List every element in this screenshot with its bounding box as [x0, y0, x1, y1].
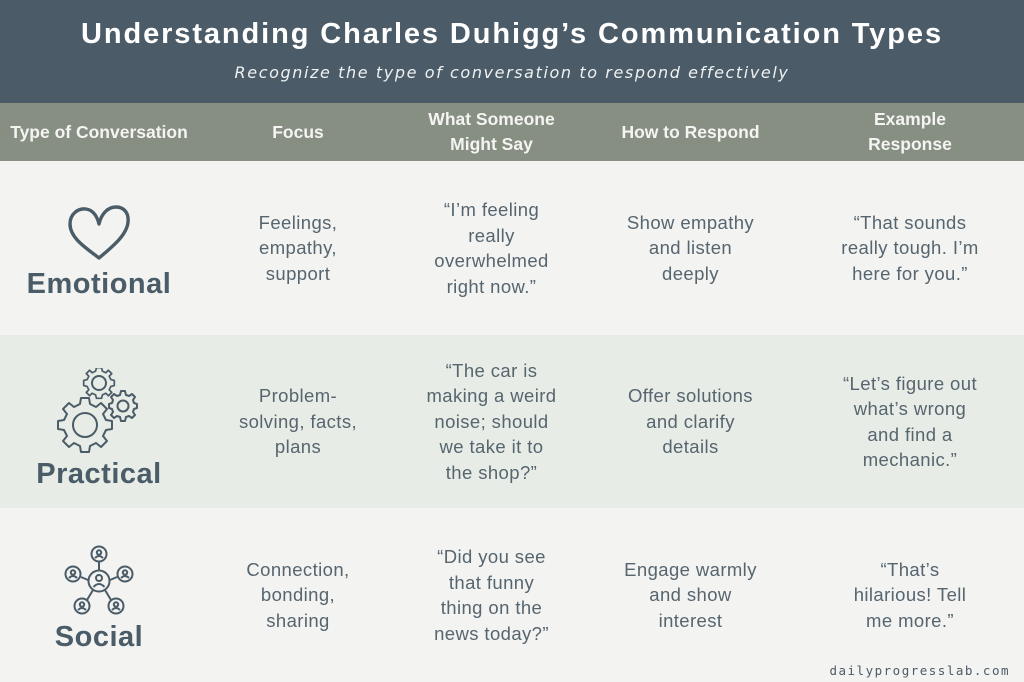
heart-icon	[68, 205, 130, 260]
might-say-cell: “The car is making a weird noise; should…	[426, 359, 557, 483]
table-row-emotional: Emotional Feelings, empathy, support “I’…	[0, 161, 1024, 335]
might-say-cell: “I’m feeling really overwhelmed right no…	[434, 199, 549, 297]
column-header-type: Type of Conversation	[10, 121, 188, 142]
site-credit: dailyprogresslab.com	[829, 663, 1010, 678]
page-subtitle: Recognize the type of conversation to re…	[234, 63, 790, 82]
type-label: Emotional	[26, 268, 172, 300]
type-cell: Emotional	[0, 161, 198, 335]
how-to-respond-cell: Engage warmly and show interest	[624, 558, 757, 631]
network-people-icon	[64, 545, 134, 615]
example-response-cell: “That’s hilarious! Tell me more.”	[853, 558, 967, 631]
type-label: Practical	[36, 457, 162, 490]
focus-cell: Problem- solving, facts, plans	[238, 385, 358, 458]
column-header-example-response: Example Response	[868, 109, 952, 154]
table-row-practical: Practical Problem- solving, facts, plans…	[0, 335, 1024, 508]
example-response-cell: “Let’s figure out what’s wrong and find …	[843, 372, 977, 471]
type-label: Social	[54, 621, 144, 653]
table-row-social: Social Connection, bonding, sharing “Did…	[0, 508, 1024, 682]
might-say-cell: “Did you see that funny thing on the new…	[434, 546, 549, 644]
column-header-how-to-respond: How to Respond	[621, 121, 760, 142]
title-bar: Understanding Charles Duhigg’s Communica…	[0, 0, 1024, 103]
type-cell: Practical	[0, 335, 198, 508]
gears-icon	[57, 367, 138, 453]
example-response-cell: “That sounds really tough. I’m here for …	[841, 211, 979, 284]
how-to-respond-cell: Offer solutions and clarify details	[628, 385, 753, 458]
focus-cell: Feelings, empathy, support	[258, 211, 338, 284]
type-cell: Social	[0, 508, 198, 682]
page-title: Understanding Charles Duhigg’s Communica…	[81, 18, 943, 50]
focus-cell: Connection, bonding, sharing	[246, 558, 350, 631]
column-header-might-say: What Someone Might Say	[428, 109, 555, 154]
how-to-respond-cell: Show empathy and listen deeply	[626, 211, 755, 284]
column-header-focus: Focus	[272, 121, 324, 142]
table-header-row: Type of Conversation Focus What Someone …	[0, 103, 1024, 161]
